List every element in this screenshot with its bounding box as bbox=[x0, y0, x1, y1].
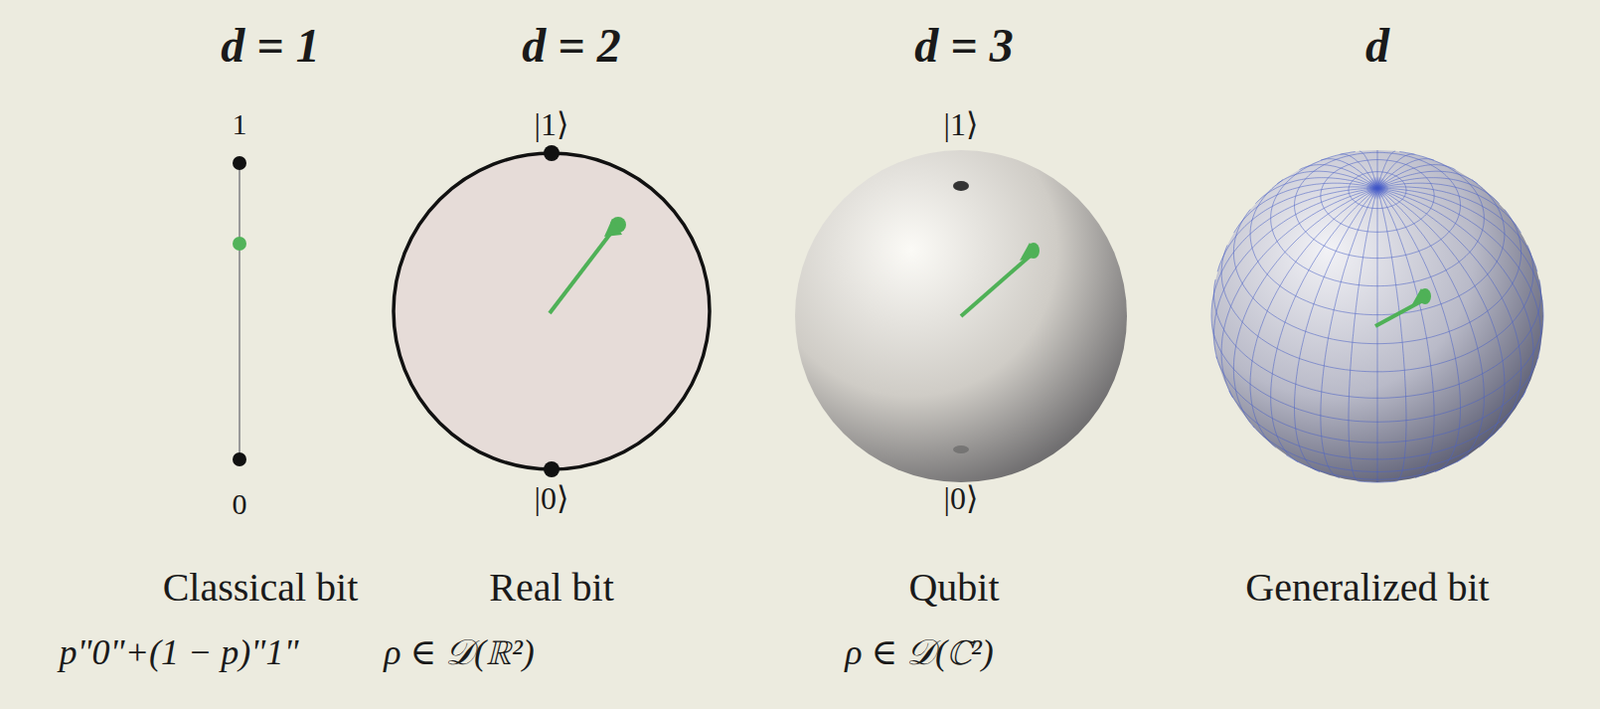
state-vector bbox=[960, 242, 1040, 317]
grid-line bbox=[1255, 177, 1378, 204]
caption: Qubit bbox=[908, 565, 999, 610]
ket-label: |1⟩ bbox=[944, 107, 979, 143]
dimension-heading: d = 1 bbox=[220, 19, 320, 73]
ket-label: |1⟩ bbox=[534, 107, 570, 143]
grid-line bbox=[1233, 187, 1378, 428]
grid-line bbox=[1250, 187, 1378, 448]
formula: ρ ∈ 𝒟(ℝ²) bbox=[383, 633, 535, 673]
grid-line bbox=[1271, 187, 1378, 463]
grid-line bbox=[1217, 186, 1378, 272]
state-vector bbox=[549, 216, 627, 314]
caption: Classical bit bbox=[162, 565, 359, 610]
formula: p"0"+(1 − p)"1" bbox=[58, 633, 299, 673]
state-dot bbox=[232, 156, 247, 170]
state-vector bbox=[1375, 288, 1432, 326]
state-label: 1 bbox=[232, 107, 248, 141]
real-bit-disk bbox=[393, 153, 710, 470]
grid-line bbox=[1377, 187, 1505, 448]
grid-line bbox=[1211, 187, 1378, 317]
hypersphere bbox=[1211, 150, 1544, 482]
grid-line bbox=[1377, 187, 1484, 463]
dimension-heading: d bbox=[1365, 19, 1390, 73]
bit-line bbox=[238, 162, 241, 460]
state-dot bbox=[232, 452, 247, 467]
grid-line bbox=[1234, 182, 1379, 233]
mixed-state-dot bbox=[232, 236, 247, 251]
grid-line bbox=[1320, 187, 1378, 478]
dimension-heading: d = 2 bbox=[521, 19, 621, 73]
grid-line bbox=[1377, 187, 1461, 472]
grid-line bbox=[1377, 187, 1544, 317]
grid-line bbox=[1377, 187, 1379, 482]
state-label: 0 bbox=[232, 486, 248, 520]
grid-line bbox=[1504, 208, 1522, 252]
dimension-heading: d = 3 bbox=[914, 19, 1013, 73]
caption: Real bit bbox=[488, 565, 615, 610]
grid-line bbox=[1377, 186, 1538, 272]
state-dot bbox=[953, 180, 969, 191]
state-dot bbox=[543, 461, 560, 478]
state-dot bbox=[543, 145, 560, 161]
caption: Generalized bit bbox=[1245, 565, 1489, 610]
grid-line bbox=[1348, 187, 1378, 481]
formula: ρ ∈ 𝒟(ℂ²) bbox=[844, 633, 994, 673]
ket-label: |0⟩ bbox=[944, 480, 979, 516]
grid-line bbox=[1377, 187, 1407, 481]
grid-line bbox=[1214, 187, 1379, 359]
state-dot bbox=[953, 445, 969, 454]
grid-line bbox=[1377, 182, 1522, 233]
pole bbox=[1365, 175, 1390, 200]
bloch-sphere bbox=[795, 150, 1127, 482]
sphere-grid bbox=[1211, 150, 1544, 482]
ket-label: |0⟩ bbox=[534, 480, 570, 516]
grid-line bbox=[1221, 187, 1378, 398]
